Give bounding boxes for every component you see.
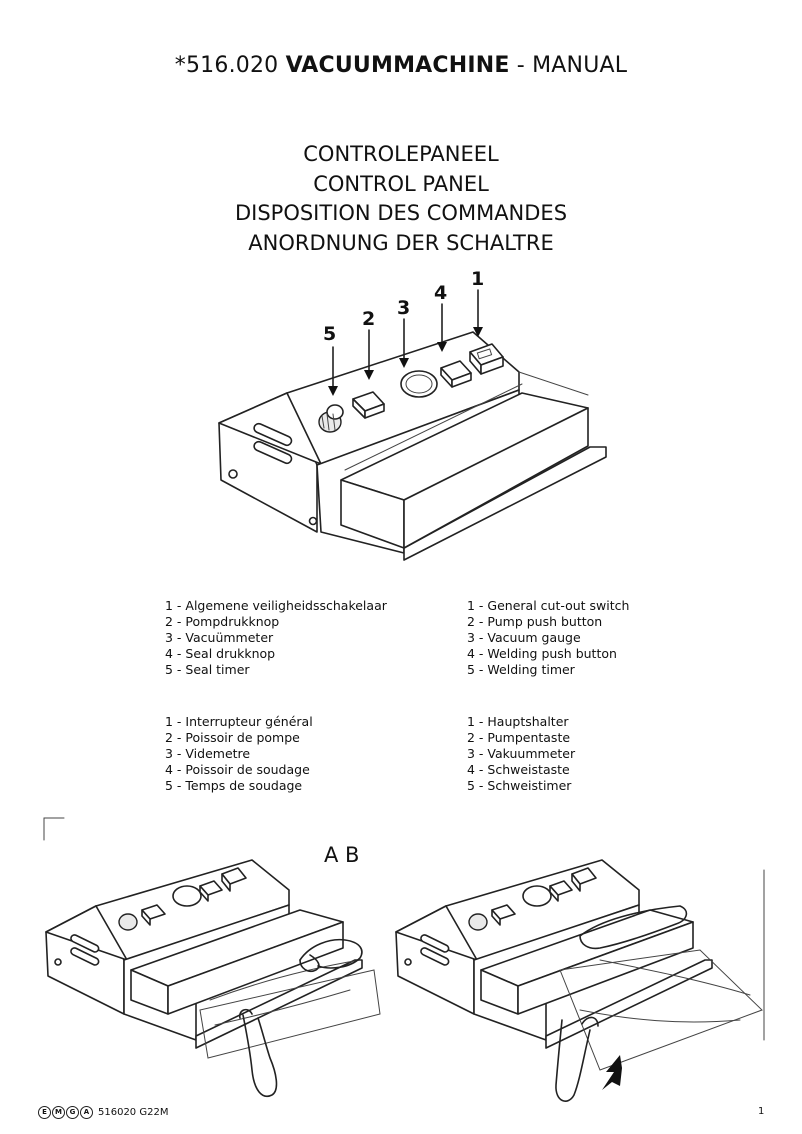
legend-item: 5 - Schweistimer bbox=[467, 778, 572, 793]
footer-doc-code: E M G A 516020 G22M bbox=[38, 1106, 168, 1119]
callout-5: 5 bbox=[323, 323, 336, 345]
callout-4: 4 bbox=[434, 282, 447, 304]
page-title: *516.020 VACUUMMACHINE - MANUAL bbox=[0, 53, 802, 78]
page-number: 1 bbox=[758, 1106, 765, 1117]
illustration-a bbox=[45, 859, 381, 1097]
legend-french: 1 - Interrupteur général 2 - Poissoir de… bbox=[165, 714, 313, 794]
callout-1: 1 bbox=[471, 268, 484, 290]
legend-item: 1 - Algemene veiligheidsschakelaar bbox=[165, 598, 387, 613]
legend-item: 1 - Hauptshalter bbox=[467, 714, 569, 729]
legend-item: 2 - Pumpentaste bbox=[467, 730, 571, 745]
title-product: VACUUMMACHINE bbox=[285, 53, 510, 78]
legend-english: 1 - General cut-out switch 2 - Pump push… bbox=[467, 598, 629, 678]
title-suffix: - MANUAL bbox=[509, 53, 628, 78]
legend-item: 5 - Seal timer bbox=[165, 662, 250, 677]
legend-item: 1 - General cut-out switch bbox=[467, 598, 630, 613]
control-panel-illustration: 1 2 3 4 5 bbox=[218, 268, 607, 561]
legend-item: 4 - Poissoir de soudage bbox=[165, 762, 310, 777]
usage-illustrations bbox=[43, 817, 765, 1102]
legend-item: 3 - Vakuummeter bbox=[467, 746, 576, 761]
emga-logo-m: M bbox=[52, 1106, 65, 1119]
legend-item: 3 - Vacuum gauge bbox=[467, 630, 581, 645]
callout-3: 3 bbox=[397, 297, 410, 319]
legend-item: 4 - Schweistaste bbox=[467, 762, 570, 777]
legend-item: 5 - Welding timer bbox=[467, 662, 575, 677]
heading-dutch: CONTROLEPANEEL bbox=[303, 142, 499, 166]
legend-item: 2 - Pump push button bbox=[467, 614, 603, 629]
doc-code: 516020 G22M bbox=[98, 1107, 169, 1118]
legend-item: 2 - Pompdrukknop bbox=[165, 614, 280, 629]
heading-english: CONTROL PANEL bbox=[313, 171, 489, 196]
sealing-lid-side bbox=[403, 407, 589, 549]
emga-logo-g: G bbox=[66, 1106, 79, 1119]
legend-item: 1 - Interrupteur général bbox=[165, 714, 313, 729]
legend-german: 1 - Hauptshalter 2 - Pumpentaste 3 - Vak… bbox=[467, 714, 575, 794]
section-headings: CONTROLEPANEEL CONTROL PANEL DISPOSITION… bbox=[0, 140, 802, 258]
legend-item: 3 - Videmetre bbox=[165, 746, 251, 761]
legend-item: 4 - Seal drukknop bbox=[165, 646, 276, 661]
heading-german: ANORDNUNG DER SCHALTRE bbox=[248, 230, 554, 255]
legend-item: 2 - Poissoir de pompe bbox=[165, 730, 300, 745]
title-prefix: *516.020 bbox=[174, 53, 286, 78]
legend-item: 3 - Vacuümmeter bbox=[165, 630, 274, 645]
legend-dutch: 1 - Algemene veiligheidsschakelaar 2 - P… bbox=[165, 598, 387, 678]
legend-item: 4 - Welding push button bbox=[467, 646, 617, 661]
emga-logo-a: A bbox=[80, 1106, 93, 1119]
figure-label: A B bbox=[324, 843, 360, 867]
heading-french: DISPOSITION DES COMMANDES bbox=[234, 201, 568, 225]
illustration-b bbox=[395, 859, 763, 1102]
callout-arrows bbox=[328, 289, 483, 396]
callout-2: 2 bbox=[362, 308, 375, 330]
emga-logo-e: E bbox=[38, 1106, 51, 1119]
legend-item: 5 - Temps de soudage bbox=[165, 778, 303, 793]
